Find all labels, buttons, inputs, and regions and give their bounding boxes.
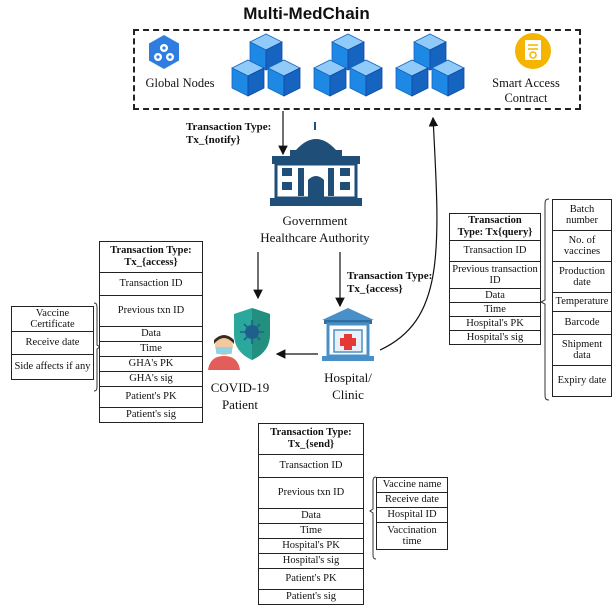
notify-label-line1: Transaction Type:: [186, 121, 272, 133]
tx-access-row: Data: [99, 326, 203, 342]
tx-send-header-line2: Tx_{send}: [287, 439, 335, 450]
patient-label-line1: COVID-19: [210, 380, 270, 395]
query-data-field: No. of vaccines: [552, 230, 612, 262]
tx-query-row: Data: [449, 288, 541, 303]
tx-access-row: Transaction ID: [99, 272, 203, 296]
notify-label-line2: Tx_{notify}: [186, 134, 241, 146]
send-data-field: Hospital ID: [376, 507, 448, 523]
tx-access-table: Transaction Type: Tx_{access} Transactio…: [99, 241, 203, 423]
hospital-icon: [322, 308, 374, 361]
tx-send-row: Previous txn ID: [258, 477, 364, 509]
smart-contract-label: Smart Access Contract: [476, 76, 576, 106]
send-data-fields-table: Vaccine name Receive date Hospital ID Va…: [376, 477, 448, 550]
government-label: Government Healthcare Authority: [240, 212, 390, 246]
tx-access-row: Patient's sig: [99, 407, 203, 423]
tx-query-row: Hospital's sig: [449, 330, 541, 345]
query-data-field: Batch number: [552, 199, 612, 231]
tx-query-row: Previous transaction ID: [449, 261, 541, 289]
access-data-field: Vaccine Certificate: [11, 306, 94, 332]
hospital-label: Hospital/ Clinic: [306, 369, 390, 403]
diagram-title: Multi-MedChain: [243, 4, 370, 23]
patient-label-line2: Patient: [221, 397, 259, 412]
tx-send-row: Patient's sig: [258, 589, 364, 605]
tx-access-row: Patient's PK: [99, 386, 203, 408]
query-data-field: Production date: [552, 261, 612, 293]
query-data-field: Shipment data: [552, 334, 612, 366]
smart-contract-label-line1: Smart Access: [492, 76, 560, 90]
tx-send-row: Time: [258, 523, 364, 539]
tx-send-row: Hospital's PK: [258, 538, 364, 554]
tx-query-row: Hospital's PK: [449, 316, 541, 331]
query-data-field: Expiry date: [552, 365, 612, 397]
tx-query-table: Transaction Type: Tx{query} Transaction …: [449, 213, 541, 345]
tx-access-row: Previous txn ID: [99, 295, 203, 327]
send-data-field: Vaccine name: [376, 477, 448, 493]
smart-contract-icon: [515, 33, 551, 69]
tx-send-row: Hospital's sig: [258, 553, 364, 569]
tx-query-header: Transaction Type: Tx{query}: [449, 213, 541, 241]
smart-contract-label-line2: Contract: [504, 91, 548, 105]
tx-send-table: Transaction Type: Tx_{send} Transaction …: [258, 423, 364, 605]
access-data-field: Side affects if any: [11, 354, 94, 380]
tx-query-header-line1: Transaction: [468, 215, 522, 226]
tx-access-row: Time: [99, 341, 203, 357]
tx-send-row: Data: [258, 508, 364, 524]
tx-access-header-line1: Transaction Type:: [110, 245, 192, 256]
government-label-line1: Government: [282, 213, 348, 228]
query-data-bracket: [539, 198, 550, 401]
government-building-icon: [270, 122, 362, 206]
blockchain-network-box: [133, 29, 581, 110]
tx-query-header-line2: Type: Tx{query}: [457, 227, 533, 238]
send-data-bracket: [369, 476, 377, 560]
tx-access-header-line2: Tx_{access}: [124, 257, 178, 268]
notify-arrow-label: Transaction Type: Tx_{notify}: [186, 121, 271, 147]
tx-send-row: Patient's PK: [258, 568, 364, 590]
hospital-label-line1: Hospital/: [324, 370, 372, 385]
access-label-line2: Tx_{access}: [347, 283, 403, 295]
patient-shield-icon: [208, 308, 270, 370]
access-data-field: Receive date: [11, 331, 94, 355]
tx-send-header: Transaction Type: Tx_{send}: [258, 423, 364, 455]
government-label-line2: Healthcare Authority: [260, 230, 370, 245]
tx-access-row: GHA's PK: [99, 356, 203, 372]
tx-query-row: Transaction ID: [449, 240, 541, 262]
query-data-fields-table: Batch number No. of vaccines Production …: [552, 199, 612, 397]
access-arrow-label: Transaction Type: Tx_{access}: [347, 270, 432, 296]
global-nodes-icon: [149, 35, 179, 69]
query-data-field: Barcode: [552, 311, 612, 335]
tx-send-row: Transaction ID: [258, 454, 364, 478]
tx-query-row: Time: [449, 302, 541, 317]
access-data-fields-table: Vaccine Certificate Receive date Side af…: [11, 306, 94, 380]
access-label-line1: Transaction Type:: [347, 270, 433, 282]
query-data-field: Temperature: [552, 292, 612, 312]
send-data-field: Receive date: [376, 492, 448, 508]
hospital-label-line2: Clinic: [332, 387, 364, 402]
send-data-field: Vaccination time: [376, 522, 448, 550]
patient-label: COVID-19 Patient: [200, 379, 280, 413]
tx-send-header-line1: Transaction Type:: [270, 427, 352, 438]
query-arrow: [379, 116, 439, 351]
tx-access-row: GHA's sig: [99, 371, 203, 387]
tx-access-header-row: Transaction Type: Tx_{access}: [99, 241, 203, 273]
global-nodes-label: Global Nodes: [145, 76, 215, 90]
tx-access-header: Transaction Type: Tx_{access}: [99, 241, 203, 273]
